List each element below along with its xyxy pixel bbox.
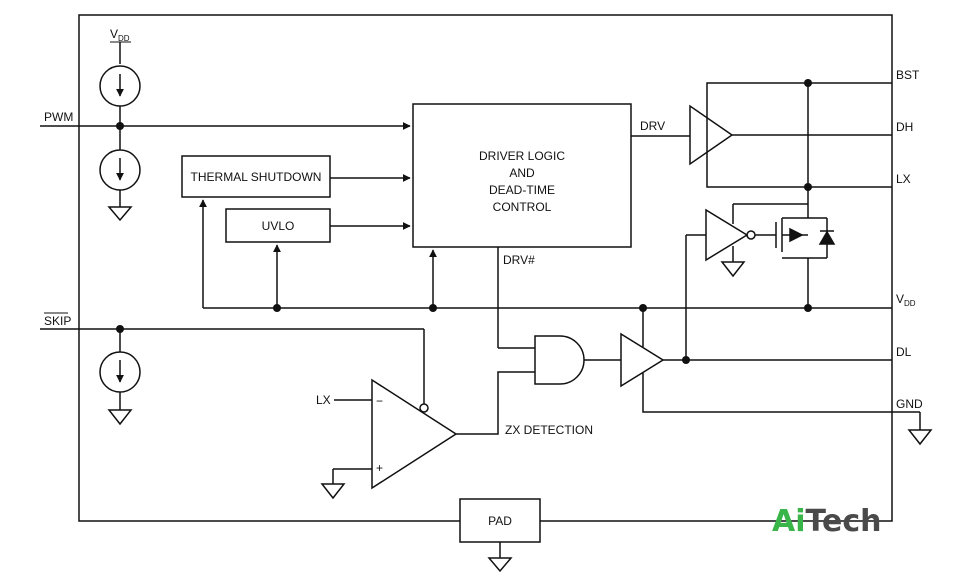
ground-icon-pad (487, 557, 513, 573)
ground-icon-inverter (720, 261, 746, 278)
svg-text:AND: AND (509, 166, 535, 180)
low-side-driver-buffer (620, 332, 665, 388)
high-side-driver-buffer (689, 104, 734, 166)
boost-inverter (705, 208, 749, 262)
thermal-shutdown-block (181, 155, 331, 198)
watermark-logo: AiTech (772, 504, 881, 539)
vdd-top-label: VDD (110, 27, 130, 43)
ground-icon-comparator (320, 483, 346, 500)
ground-icon-skip (107, 409, 133, 426)
zx-detection-label: ZX DETECTION (505, 423, 593, 437)
current-source-skip-pulldown (99, 351, 141, 393)
comparator-minus-label: − (376, 394, 383, 408)
pin-label-dh: DH (896, 120, 913, 134)
boost-mosfet-switch (775, 217, 836, 259)
comparator-lx-label: LX (316, 393, 331, 407)
svg-text:DRIVER LOGIC: DRIVER LOGIC (479, 149, 565, 163)
thermal-shutdown-label: THERMAL SHUTDOWN (191, 170, 322, 184)
comparator-plus-label: + (376, 461, 383, 475)
svg-text:CONTROL: CONTROL (493, 200, 552, 214)
and-gate (534, 335, 585, 385)
svg-text:DEAD-TIME: DEAD-TIME (489, 183, 555, 197)
driver-logic-label: DRIVER LOGIC AND DEAD-TIME CONTROL (479, 149, 565, 214)
current-source-vdd-pullup (99, 65, 141, 107)
zx-comparator (371, 378, 458, 490)
ground-icon-gnd-pin (907, 429, 933, 446)
pad-label: PAD (488, 514, 512, 528)
driver-logic-block (412, 103, 632, 248)
pin-label-pwm: PWM (44, 110, 73, 124)
pin-label-vdd: VDD (896, 292, 916, 308)
pin-label-lx: LX (896, 172, 911, 186)
chip-outline (78, 14, 893, 522)
pin-label-skip: SKIP (44, 314, 71, 328)
uvlo-label: UVLO (262, 219, 295, 233)
pin-label-bst: BST (896, 68, 920, 82)
pin-label-dl: DL (896, 345, 912, 359)
pin-label-gnd: GND (896, 397, 923, 411)
current-source-pwm-pulldown (99, 149, 141, 191)
drv-n-signal-label: DRV# (503, 253, 535, 267)
junction-dots (116, 79, 812, 364)
drv-signal-label: DRV (640, 119, 665, 133)
ground-icon-pwm (107, 206, 133, 222)
